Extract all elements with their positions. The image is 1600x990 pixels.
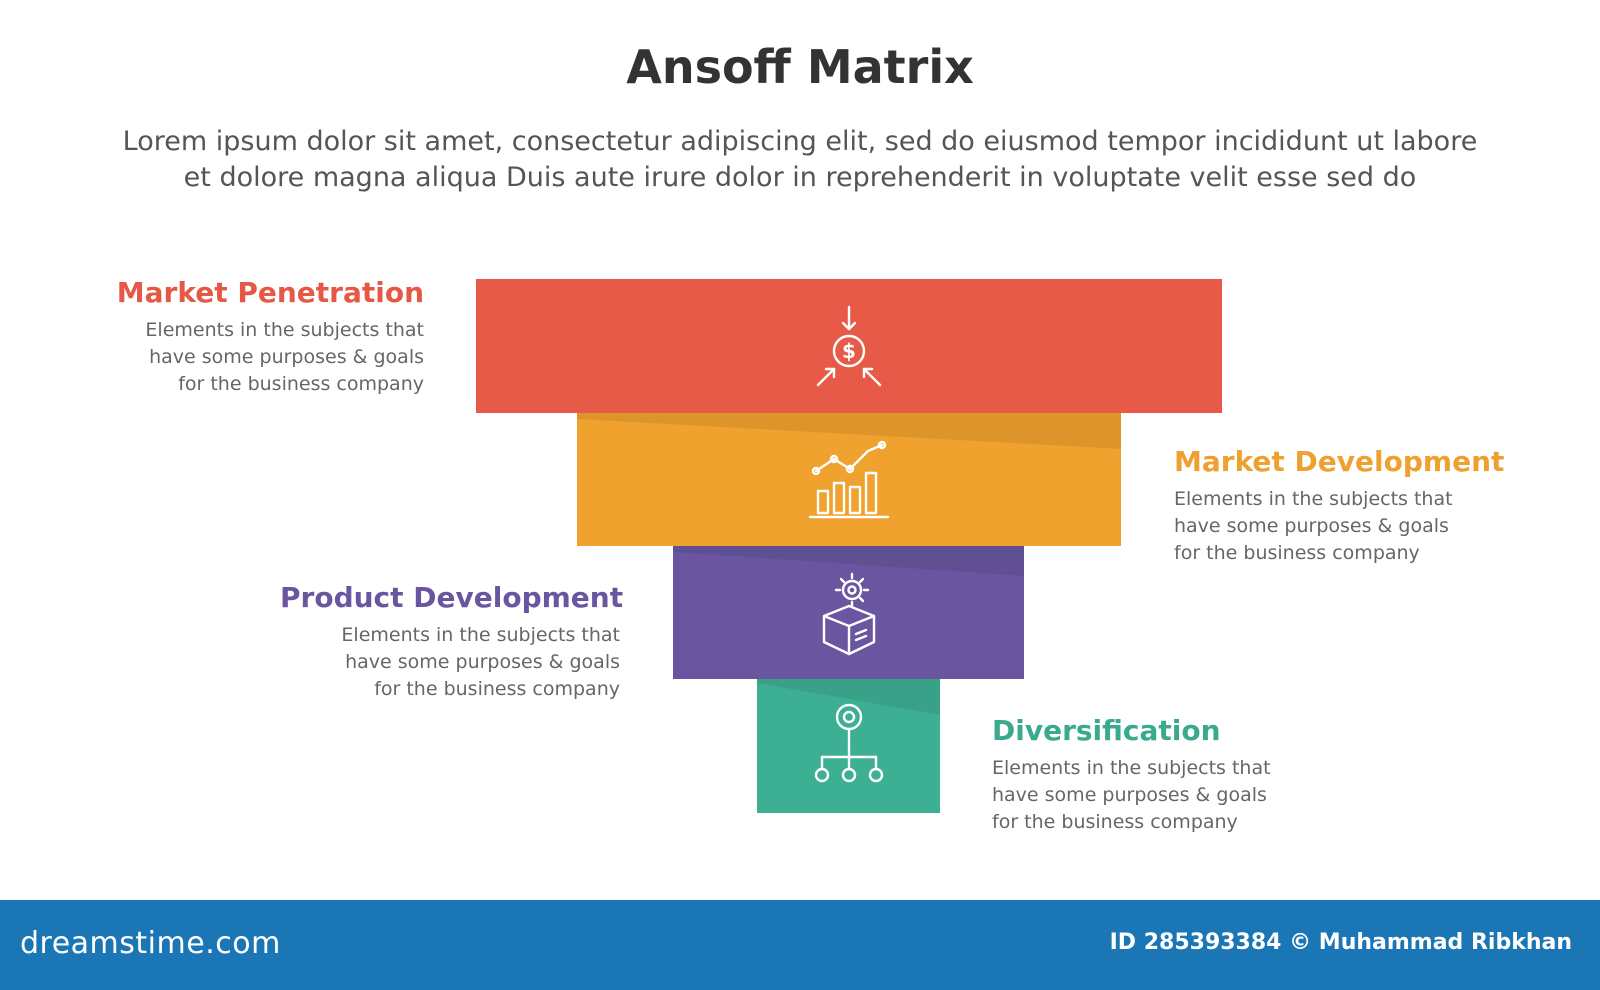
step-title: Market Development <box>1174 445 1505 478</box>
hierarchy-icon <box>814 703 883 783</box>
step-title: Product Development <box>280 581 624 614</box>
step-description: Elements in the subjects that have some … <box>280 622 620 703</box>
footer-bar: dreamstime.com ID 285393384 © Muhammad R… <box>0 900 1600 990</box>
funnel-bar-market-development <box>577 413 1121 546</box>
desc-line: have some purposes & goals <box>1174 515 1449 537</box>
dollar-target-icon: $ <box>816 305 882 387</box>
subtitle-line-1: Lorem ipsum dolor sit amet, consectetur … <box>122 126 1478 157</box>
bar-shadow <box>673 546 1024 576</box>
desc-line: have some purposes & goals <box>345 651 620 673</box>
desc-line: Elements in the subjects that <box>992 757 1271 779</box>
step-label-market-penetration: Market Penetration Elements in the subje… <box>84 275 424 398</box>
step-description: Elements in the subjects that have some … <box>84 317 424 398</box>
image-credit: ID 285393384 © Muhammad Ribkhan <box>1109 930 1572 955</box>
desc-line: Elements in the subjects that <box>341 624 620 646</box>
step-title: Market Penetration <box>116 276 424 309</box>
step-label-market-development: Market Development Elements in the subje… <box>1174 444 1514 567</box>
brand-logo-text: dreamstime.com <box>20 926 281 961</box>
desc-line: for the business company <box>178 373 424 395</box>
subtitle-line-2: et dolore magna aliqua Duis aute irure d… <box>183 162 1417 193</box>
desc-line: for the business company <box>992 811 1238 833</box>
page-subtitle: Lorem ipsum dolor sit amet, consectetur … <box>60 124 1540 196</box>
growth-chart-icon <box>808 440 890 518</box>
product-gear-box-icon <box>822 572 875 655</box>
step-label-diversification: Diversification Elements in the subjects… <box>992 713 1332 836</box>
svg-text:$: $ <box>842 339 856 363</box>
step-description: Elements in the subjects that have some … <box>992 755 1332 836</box>
bar-shadow <box>757 679 940 715</box>
page-title: Ansoff Matrix <box>626 40 974 94</box>
step-title: Diversification <box>992 714 1221 747</box>
desc-line: for the business company <box>374 678 620 700</box>
funnel-bar-market-penetration: $ <box>476 279 1222 413</box>
bar-shadow <box>577 413 1121 449</box>
desc-line: for the business company <box>1174 542 1420 564</box>
desc-line: have some purposes & goals <box>992 784 1267 806</box>
funnel-bar-product-development <box>673 546 1024 679</box>
funnel-bar-diversification <box>757 679 940 813</box>
desc-line: Elements in the subjects that <box>145 319 424 341</box>
step-description: Elements in the subjects that have some … <box>1174 486 1514 567</box>
desc-line: have some purposes & goals <box>149 346 424 368</box>
desc-line: Elements in the subjects that <box>1174 488 1453 510</box>
step-label-product-development: Product Development Elements in the subj… <box>280 580 624 703</box>
